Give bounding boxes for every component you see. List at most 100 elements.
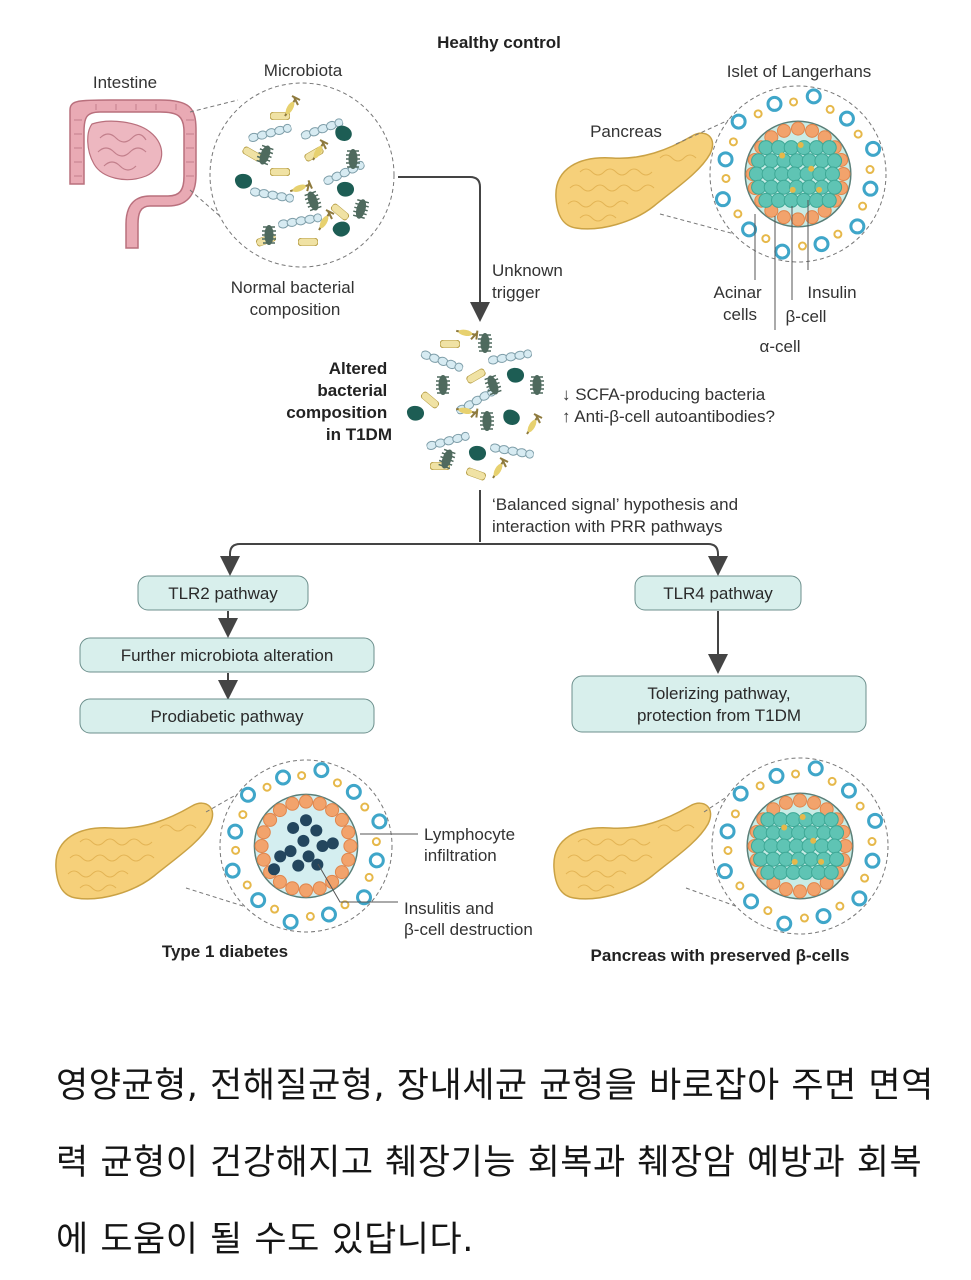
insulin-granule xyxy=(779,152,786,159)
alpha-cell xyxy=(250,892,267,909)
beta-cell xyxy=(760,812,776,828)
insulin-granule xyxy=(825,104,835,114)
insulin-granule xyxy=(262,782,272,792)
alpha-cell xyxy=(227,823,244,840)
insulitis-label: Insulitis and β-cell destruction xyxy=(404,899,533,939)
insulin-granule xyxy=(835,901,845,911)
acinar-cell xyxy=(778,882,793,897)
islet-label: Islet of Langerhans xyxy=(727,62,872,81)
alpha-cell xyxy=(282,913,299,930)
acinar-cell xyxy=(343,839,358,853)
beta-cell xyxy=(796,192,812,208)
insulin-granule xyxy=(797,241,807,251)
insulin-granule xyxy=(799,913,809,923)
beta-cell xyxy=(816,851,832,867)
tolerizing-pathway-box: Tolerizing pathway, protection from T1DM xyxy=(571,675,867,733)
acinar-cell xyxy=(299,794,313,809)
alpha-cell xyxy=(849,218,866,235)
tlr4-pathway-box: TLR4 pathway xyxy=(634,575,802,611)
healthy-control-title: Healthy control xyxy=(437,33,561,52)
beta-cell xyxy=(785,864,801,880)
alpha-cell xyxy=(714,191,731,208)
further-alteration-box: Further microbiota alteration xyxy=(79,637,375,673)
beta-cell xyxy=(824,166,840,182)
beta-cell xyxy=(803,851,819,867)
acinar-cell xyxy=(791,212,805,227)
beta-cell xyxy=(827,153,843,169)
svg-text:Tolerizing pathway,: Tolerizing pathway, xyxy=(647,684,790,703)
insulin-granule xyxy=(799,813,806,820)
insulin-granule xyxy=(753,109,763,119)
beta-cell xyxy=(814,153,830,169)
acinar-cell xyxy=(341,825,356,840)
beta-cell xyxy=(771,140,787,156)
acinar-cell xyxy=(334,812,349,827)
insulin-granule xyxy=(297,771,307,781)
beta-cell xyxy=(829,851,845,867)
insulin-granule xyxy=(816,186,823,193)
beta-cell xyxy=(827,179,843,195)
svg-text:TLR4 pathway: TLR4 pathway xyxy=(663,584,773,603)
alpha-cell xyxy=(716,863,733,880)
acinar-cell xyxy=(807,882,822,897)
insulin-granule xyxy=(833,229,843,239)
alpha-cell xyxy=(813,236,830,253)
beta-cell xyxy=(773,812,789,828)
beta-cell xyxy=(801,179,817,195)
alpha-cell xyxy=(768,767,785,784)
beta-cell xyxy=(748,166,764,182)
acinar-cell xyxy=(805,210,820,225)
acinar-cell xyxy=(272,874,287,889)
lymphocyte xyxy=(292,859,305,872)
insulin-granule xyxy=(231,845,241,855)
acinar-cell xyxy=(285,796,300,811)
alpha-cell xyxy=(862,180,879,197)
insulin-granule xyxy=(332,778,342,788)
alpha-cell xyxy=(865,140,882,157)
type1-diabetes-label: Type 1 diabetes xyxy=(162,942,288,961)
preserved-pancreas xyxy=(553,802,712,900)
acinar-cell xyxy=(325,803,340,818)
acinar-cell xyxy=(793,884,807,899)
insulin-granule xyxy=(763,906,773,916)
insulin-granule xyxy=(865,165,875,175)
lymphocyte xyxy=(284,845,297,858)
acinar-cells-label: Acinar cells xyxy=(714,283,767,324)
insulin-granule xyxy=(853,129,863,139)
beta-cell xyxy=(814,838,830,854)
insulin-granule xyxy=(721,173,731,183)
insulin-granule xyxy=(371,837,381,847)
beta-cell xyxy=(763,838,779,854)
insulin-granule xyxy=(797,141,804,148)
alpha-cell xyxy=(867,812,884,829)
alpha-cell xyxy=(224,862,241,879)
beta-cell xyxy=(812,166,828,182)
insulin-granule xyxy=(858,201,868,211)
insulin-granule xyxy=(733,209,743,219)
acinar-cell xyxy=(776,210,791,225)
acinar-cell xyxy=(791,121,805,136)
alpha-cell xyxy=(730,113,747,130)
beta-cell xyxy=(803,825,819,841)
unknown-trigger-label: Unknown trigger xyxy=(492,261,568,302)
acinar-cell xyxy=(778,795,793,810)
beta-cell xyxy=(760,864,776,880)
alpha-cell xyxy=(368,852,385,869)
beta-cell xyxy=(816,825,832,841)
beta-cell xyxy=(786,166,802,182)
beta-cell xyxy=(821,192,837,208)
insulin-label: Insulin xyxy=(807,283,856,302)
diabetic-islet-circle xyxy=(219,759,393,933)
beta-cell xyxy=(753,825,769,841)
insulin-granule xyxy=(723,845,733,855)
beta-cell xyxy=(811,812,827,828)
beta-cell xyxy=(814,179,830,195)
beta-cell xyxy=(758,192,774,208)
lymphocyte-infiltration-label: Lymphocyte infiltration xyxy=(424,825,520,865)
acinar-cell xyxy=(341,852,356,867)
autoantibodies-label: ↑ Anti-β-cell autoantibodies? xyxy=(562,407,775,426)
healthy-islet-circle xyxy=(709,85,887,263)
beta-cell xyxy=(751,153,767,169)
preserved-beta-cells-label: Pancreas with preserved β-cells xyxy=(591,946,850,965)
lymphocyte xyxy=(274,850,287,863)
